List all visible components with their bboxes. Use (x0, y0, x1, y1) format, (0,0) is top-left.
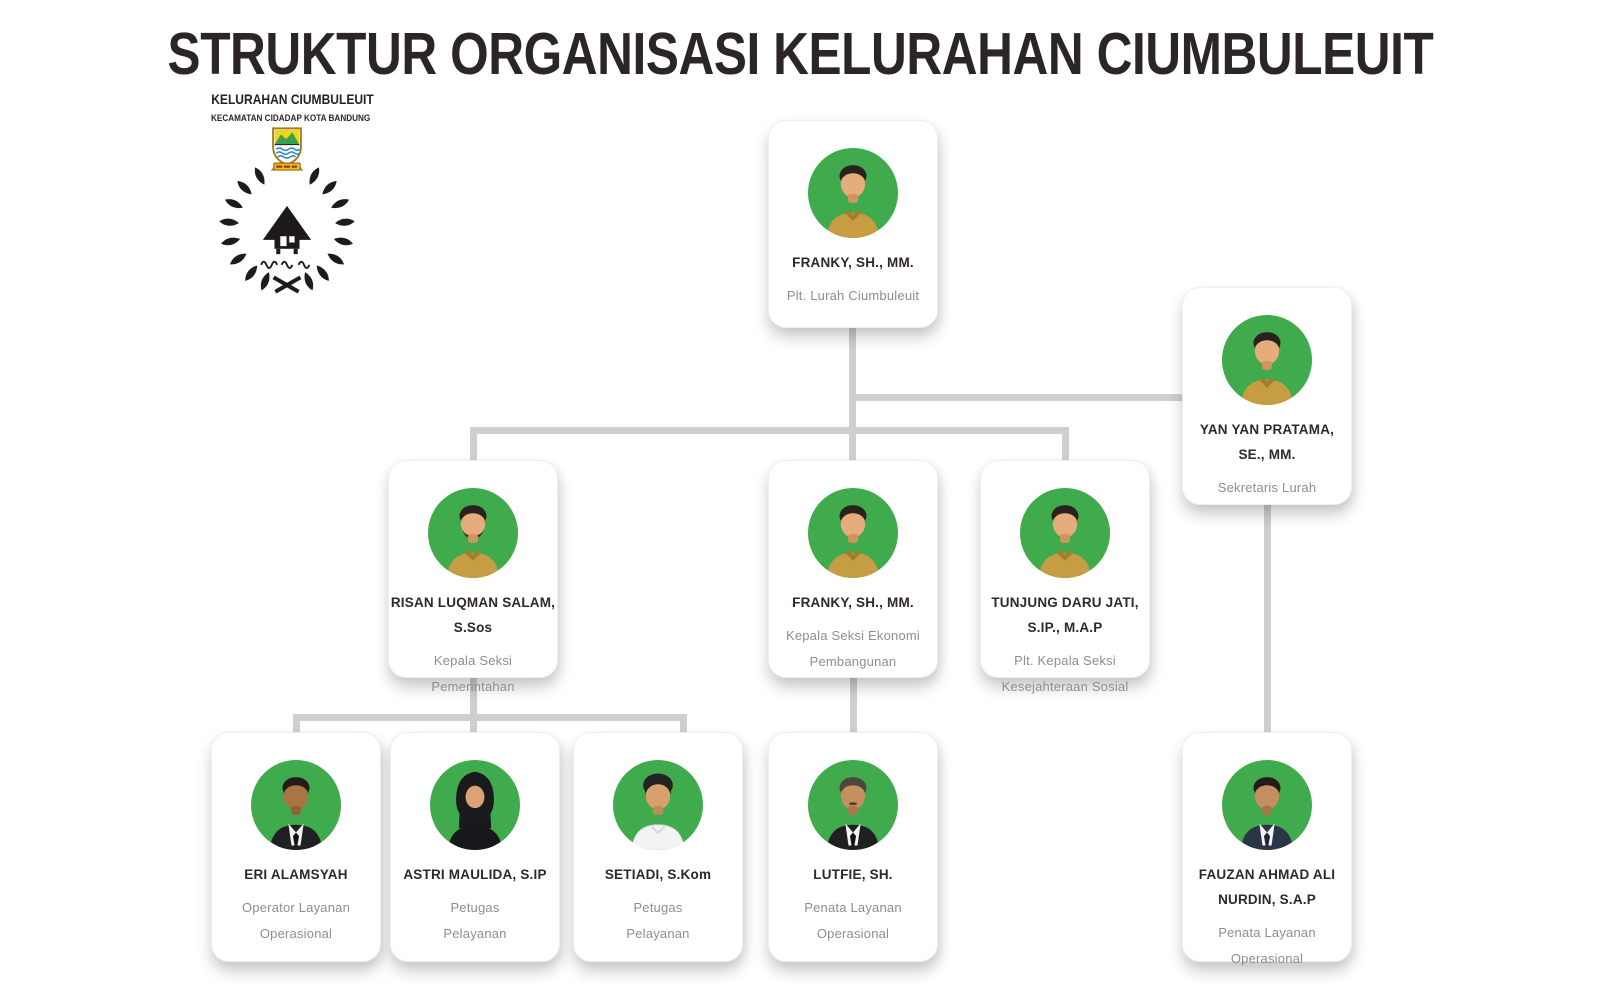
person-role: Penata Layanan Operasional (804, 899, 902, 941)
person-photo (1020, 488, 1110, 578)
org-card-penata-1: LUTFIE, SH. Penata Layanan Operasional (768, 732, 938, 962)
connector-branch-horizontal (470, 427, 1069, 434)
connector-sekretaris-penata (1264, 505, 1271, 735)
org-card-kasi-pemerintahan: RISAN LUQMAN SALAM, S.Sos Kepala Seksi P… (388, 460, 558, 694)
logo-text: KELURAHAN CIUMBULEUIT KECAMATAN CIDADAP … (198, 92, 376, 126)
person-role: Sekretaris Lurah (1217, 479, 1317, 495)
kelurahan-logo: KELURAHAN CIUMBULEUIT KECAMATAN CIDADAP … (198, 92, 376, 310)
connector-lurah-sekretaris (850, 394, 1182, 401)
connector-pemerintahan-stem (470, 678, 477, 735)
person-photo (613, 760, 703, 850)
org-card-kasi-kesos: TUNJUNG DARU JATI, S.IP., M.A.P Plt. Kep… (980, 460, 1150, 694)
person-photo (430, 760, 520, 850)
person-photo (251, 760, 341, 850)
laurel-wreath-house-icon (218, 165, 356, 294)
person-name: RISAN LUQMAN SALAM, S.Sos (390, 595, 556, 635)
sundanese-script-glyphs (260, 260, 311, 269)
connector-drop-pemerintahan (470, 430, 477, 463)
person-name: FRANKY, SH., MM. (792, 595, 914, 610)
person-name: FRANKY, SH., MM. (792, 255, 914, 270)
person-photo (1222, 315, 1312, 405)
person-role: Operator Layanan Operasional (242, 899, 350, 941)
person-role: Kepala Seksi Ekonomi Pembangunan (785, 627, 921, 669)
connector-ekonomi-penata (850, 678, 857, 735)
person-role: Plt. Lurah Ciumbuleuit (786, 287, 920, 303)
person-photo (428, 488, 518, 578)
person-photo (808, 488, 898, 578)
logo-line1: KELURAHAN CIUMBULEUIT (211, 91, 374, 107)
person-name: FAUZAN AHMAD ALI NURDIN, S.A.P (1198, 867, 1336, 907)
org-card-kasi-ekonomi: FRANKY, SH., MM. Kepala Seksi Ekonomi Pe… (768, 460, 938, 678)
org-card-operator-layanan: ERI ALAMSYAH Operator Layanan Operasiona… (211, 732, 381, 962)
connector-drop-petugas2 (680, 717, 687, 737)
person-role: Kepala Seksi Pemerintahan (431, 652, 515, 694)
person-role: Plt. Kepala Seksi Kesejahteraan Sosial (1001, 652, 1129, 694)
org-card-petugas-1: ASTRI MAULIDA, S.IP Petugas Pelayanan (390, 732, 560, 962)
logo-line2: KECAMATAN CIDADAP KOTA BANDUNG (210, 112, 371, 124)
person-photo (808, 760, 898, 850)
person-name: ERI ALAMSYAH (244, 867, 348, 882)
page-title-wrap: STRUKTUR ORGANISASI KELURAHAN CIUMBULEUI… (0, 20, 1600, 88)
person-photo (808, 148, 898, 238)
person-role: Petugas Pelayanan (626, 899, 690, 941)
person-role: Petugas Pelayanan (443, 899, 507, 941)
org-card-penata-2: FAUZAN AHMAD ALI NURDIN, S.A.P Penata La… (1182, 732, 1352, 966)
connector-drop-kesos (1062, 430, 1069, 463)
org-card-plt-lurah: FRANKY, SH., MM. Plt. Lurah Ciumbuleuit (768, 120, 938, 328)
org-card-sekretaris: YAN YAN PRATAMA, SE., MM. Sekretaris Lur… (1182, 287, 1352, 505)
connector-bottom-horizontal (293, 714, 687, 721)
person-role: Penata Layanan Operasional (1218, 924, 1316, 966)
person-photo (1222, 760, 1312, 850)
person-name: SETIADI, S.Kom (604, 867, 712, 882)
person-name: ASTRI MAULIDA, S.IP (403, 867, 547, 882)
connector-drop-operator (293, 717, 300, 737)
person-name: LUTFIE, SH. (813, 867, 893, 882)
org-card-petugas-2: SETIADI, S.Kom Petugas Pelayanan (573, 732, 743, 962)
bandung-city-shield-icon (270, 127, 304, 171)
person-name: TUNJUNG DARU JATI, S.IP., M.A.P (991, 595, 1139, 635)
page-title: STRUKTUR ORGANISASI KELURAHAN CIUMBULEUI… (167, 21, 1433, 87)
person-name: YAN YAN PRATAMA, SE., MM. (1199, 422, 1335, 462)
